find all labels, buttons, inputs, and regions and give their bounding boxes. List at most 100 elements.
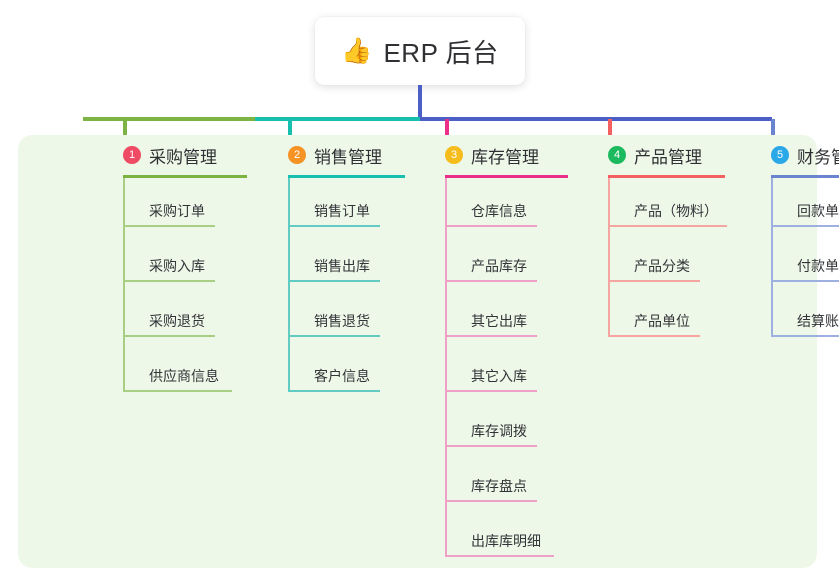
- branch-column-2: 2 销售管理销售订单销售出库销售退货客户信息: [266, 135, 405, 398]
- leaf-item-rule: [125, 225, 215, 227]
- branch-header-rule-2: [288, 175, 405, 178]
- leaf-item-label: 其它出库: [471, 313, 527, 329]
- leaf-item-rule: [773, 335, 839, 337]
- leaf-item-label: 出库库明细: [471, 533, 541, 549]
- leaf-item-rule: [447, 225, 537, 227]
- leaf-item-label: 其它入库: [471, 368, 527, 384]
- leaf-item-rule: [290, 225, 380, 227]
- branch-badge-2: 2: [288, 146, 306, 164]
- branch-column-5: 5 财务管理回款单付款单结算账户: [749, 135, 839, 343]
- leaf-item-label: 产品分类: [634, 258, 690, 274]
- leaf-item-rule: [447, 280, 537, 282]
- leaf-list-3: 仓库信息产品库存其它出库其它入库库存调拨库存盘点出库库明细: [423, 178, 554, 563]
- leaf-spine-2: [288, 178, 290, 392]
- root-node-card[interactable]: 👍 ERP 后台: [315, 17, 525, 85]
- leaf-item-rule: [447, 390, 537, 392]
- branch-header-rule-4: [608, 175, 725, 178]
- root-node-inner: 👍 ERP 后台: [341, 33, 498, 70]
- leaf-item[interactable]: 结算账户: [771, 288, 839, 343]
- leaf-item-label: 销售订单: [314, 203, 370, 219]
- leaf-item[interactable]: 采购入库: [123, 233, 217, 288]
- leaf-item-label: 采购订单: [149, 203, 205, 219]
- leaf-item-rule: [125, 335, 215, 337]
- leaf-item-rule: [773, 280, 839, 282]
- leaf-item-label: 库存调拨: [471, 423, 527, 439]
- leaf-item-label: 产品库存: [471, 258, 527, 274]
- branch-title-5: 财务管理: [797, 147, 839, 167]
- leaf-item-rule: [447, 555, 554, 557]
- leaf-item-rule: [610, 225, 727, 227]
- leaf-item-label: 回款单: [797, 203, 839, 219]
- leaf-item-label: 付款单: [797, 258, 839, 274]
- leaf-item[interactable]: 销售出库: [288, 233, 382, 288]
- leaf-item[interactable]: 其它入库: [445, 343, 539, 398]
- leaf-item-rule: [290, 335, 380, 337]
- leaf-item[interactable]: 付款单: [771, 233, 839, 288]
- leaf-item-label: 产品（物料）: [634, 203, 718, 219]
- leaf-item[interactable]: 出库库明细: [445, 508, 554, 563]
- leaf-item[interactable]: 仓库信息: [445, 178, 539, 233]
- bus-segment-2: [255, 117, 420, 121]
- leaf-item-rule: [610, 335, 700, 337]
- leaf-item-label: 采购入库: [149, 258, 205, 274]
- branch-header-rule-1: [123, 175, 247, 178]
- leaf-spine-1: [123, 178, 125, 392]
- branch-title-1: 采购管理: [149, 147, 217, 167]
- leaf-item[interactable]: 产品单位: [608, 288, 702, 343]
- leaf-list-4: 产品（物料） 产品分类产品单位: [586, 178, 727, 343]
- branch-badge-3: 3: [445, 146, 463, 164]
- leaf-item[interactable]: 客户信息: [288, 343, 382, 398]
- leaf-item-label: 销售出库: [314, 258, 370, 274]
- bus-segment-3: [420, 117, 772, 121]
- leaf-item-label: 供应商信息: [149, 368, 219, 384]
- branch-badge-4: 4: [608, 146, 626, 164]
- leaf-item[interactable]: 产品分类: [608, 233, 702, 288]
- branch-title-3: 库存管理: [471, 147, 539, 167]
- leaf-item-label: 仓库信息: [471, 203, 527, 219]
- branch-column-1: 1 采购管理采购订单采购入库采购退货供应商信息: [101, 135, 247, 398]
- leaf-item[interactable]: 回款单: [771, 178, 839, 233]
- leaf-item[interactable]: 产品库存: [445, 233, 539, 288]
- leaf-item-rule: [447, 445, 537, 447]
- leaf-item-label: 产品单位: [634, 313, 690, 329]
- branch-title-2: 销售管理: [314, 147, 382, 167]
- leaf-list-5: 回款单付款单结算账户: [749, 178, 839, 343]
- leaf-spine-5: [771, 178, 773, 337]
- leaf-item[interactable]: 采购订单: [123, 178, 217, 233]
- leaf-item[interactable]: 销售退货: [288, 288, 382, 343]
- leaf-item[interactable]: 其它出库: [445, 288, 539, 343]
- branch-column-3: 3 库存管理仓库信息产品库存其它出库其它入库库存调拨库存盘点出库库明细: [423, 135, 568, 563]
- root-stem-connector: [418, 85, 422, 120]
- leaf-item-rule: [290, 390, 380, 392]
- leaf-item[interactable]: 产品（物料）: [608, 178, 727, 233]
- leaf-item-label: 销售退货: [314, 313, 370, 329]
- root-node-title: ERP 后台: [383, 37, 499, 68]
- thumbs-up-icon: 👍: [341, 36, 373, 65]
- branch-header-1[interactable]: 1 采购管理: [101, 135, 217, 175]
- leaf-item-rule: [125, 280, 215, 282]
- branch-badge-5: 5: [771, 146, 789, 164]
- leaf-item[interactable]: 销售订单: [288, 178, 382, 233]
- leaf-item-rule: [447, 500, 537, 502]
- leaf-item[interactable]: 库存盘点: [445, 453, 539, 508]
- leaf-item-label: 结算账户: [797, 313, 839, 329]
- branch-header-rule-5: [771, 175, 839, 178]
- branches-panel: 1 采购管理采购订单采购入库采购退货供应商信息 2 销售管理销售订单销售出库销售退货客…: [18, 135, 839, 568]
- leaf-item-label: 采购退货: [149, 313, 205, 329]
- leaf-item[interactable]: 采购退货: [123, 288, 217, 343]
- branch-header-2[interactable]: 2 销售管理: [266, 135, 382, 175]
- branch-header-3[interactable]: 3 库存管理: [423, 135, 539, 175]
- leaf-item[interactable]: 库存调拨: [445, 398, 539, 453]
- leaf-item[interactable]: 供应商信息: [123, 343, 232, 398]
- leaf-list-1: 采购订单采购入库采购退货供应商信息: [101, 178, 232, 398]
- leaf-item-rule: [773, 225, 839, 227]
- leaf-spine-3: [445, 178, 447, 557]
- branch-badge-1: 1: [123, 146, 141, 164]
- leaf-spine-4: [608, 178, 610, 337]
- leaf-item-label: 客户信息: [314, 368, 370, 384]
- bus-segment-1: [83, 117, 255, 121]
- branch-header-5[interactable]: 5 财务管理: [749, 135, 839, 175]
- leaf-item-rule: [610, 280, 700, 282]
- leaf-item-rule: [290, 280, 380, 282]
